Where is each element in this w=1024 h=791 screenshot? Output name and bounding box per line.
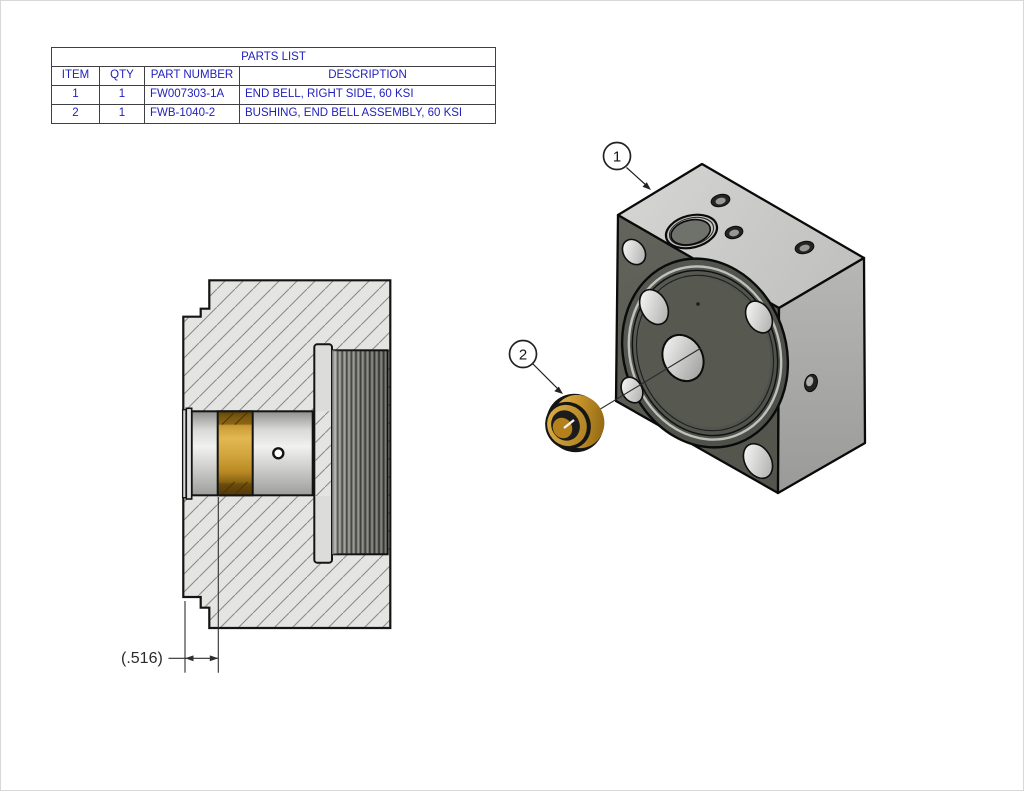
cell-qty: 1 [100, 86, 145, 104]
bore-lip-outer [181, 409, 187, 499]
cell-part-number: FWB-1040-2 [145, 105, 240, 123]
col-header-part-number: PART NUMBER [145, 67, 240, 85]
balloon-circle [508, 339, 538, 369]
col-header-description: DESCRIPTION [328, 69, 407, 81]
tapped-hole [794, 240, 815, 255]
section-view: (.516) [121, 279, 392, 673]
dimension-arrow [209, 655, 219, 662]
tapped-hole [724, 225, 744, 240]
iso-view [545, 162, 867, 495]
col-header-qty: QTY [100, 67, 145, 85]
shaft-hole [272, 447, 285, 460]
bushing-highlight [563, 419, 575, 429]
leader-arrow [642, 182, 651, 190]
col-header-item: ITEM [52, 67, 100, 85]
dimension-arrow [185, 655, 194, 662]
top-face-features [664, 193, 815, 255]
balloon-leader [626, 167, 648, 187]
cell-qty: 1 [100, 105, 145, 123]
dimension-label: (.516) [121, 650, 163, 667]
side-face-hole [804, 373, 818, 393]
block-right-face [776, 256, 867, 495]
bolt-hole [638, 288, 670, 326]
table-row: 2 1 FWB-1040-2 BUSHING, END BELL ASSEMBL… [52, 105, 495, 123]
balloon-number: 2 [519, 347, 527, 364]
cell-description: BUSHING, END BELL ASSEMBLY, 60 KSI [245, 107, 463, 119]
bore-lip-inner [185, 407, 193, 500]
balloon-1: 1 [602, 141, 651, 190]
front-face-holes [620, 238, 774, 480]
balloon-2: 2 [508, 339, 563, 394]
cell-item: 2 [52, 105, 100, 123]
cell-description: END BELL, RIGHT SIDE, 60 KSI [245, 88, 414, 100]
balloon-number: 1 [613, 149, 621, 166]
balloon-circle [602, 141, 632, 171]
cell-item: 1 [52, 86, 100, 104]
leader-arrow [554, 386, 563, 394]
corner-hole [742, 442, 774, 480]
boss-flange-hatch-lines [315, 411, 331, 496]
parts-list-title: PARTS LIST [52, 48, 495, 67]
table-row: 1 1 FW007303-1A END BELL, RIGHT SIDE, 60… [52, 86, 495, 105]
threaded-boss-sheen [332, 350, 388, 555]
bushing-iso [545, 393, 605, 453]
parts-list-table: PARTS LIST ITEM QTY PART NUMBER DESCRIPT… [51, 47, 496, 124]
bolt-hole [744, 300, 774, 334]
cell-part-number: FW007303-1A [145, 86, 240, 104]
pin-dot [696, 302, 700, 306]
balloon-leader [532, 363, 559, 390]
counterbore-hole [664, 213, 719, 250]
corner-hole [621, 238, 647, 266]
parts-list-header-row: ITEM QTY PART NUMBER DESCRIPTION [52, 67, 495, 86]
bushing-section-hatch [221, 411, 248, 495]
bushing-section [216, 410, 254, 497]
tapped-hole [710, 193, 731, 208]
